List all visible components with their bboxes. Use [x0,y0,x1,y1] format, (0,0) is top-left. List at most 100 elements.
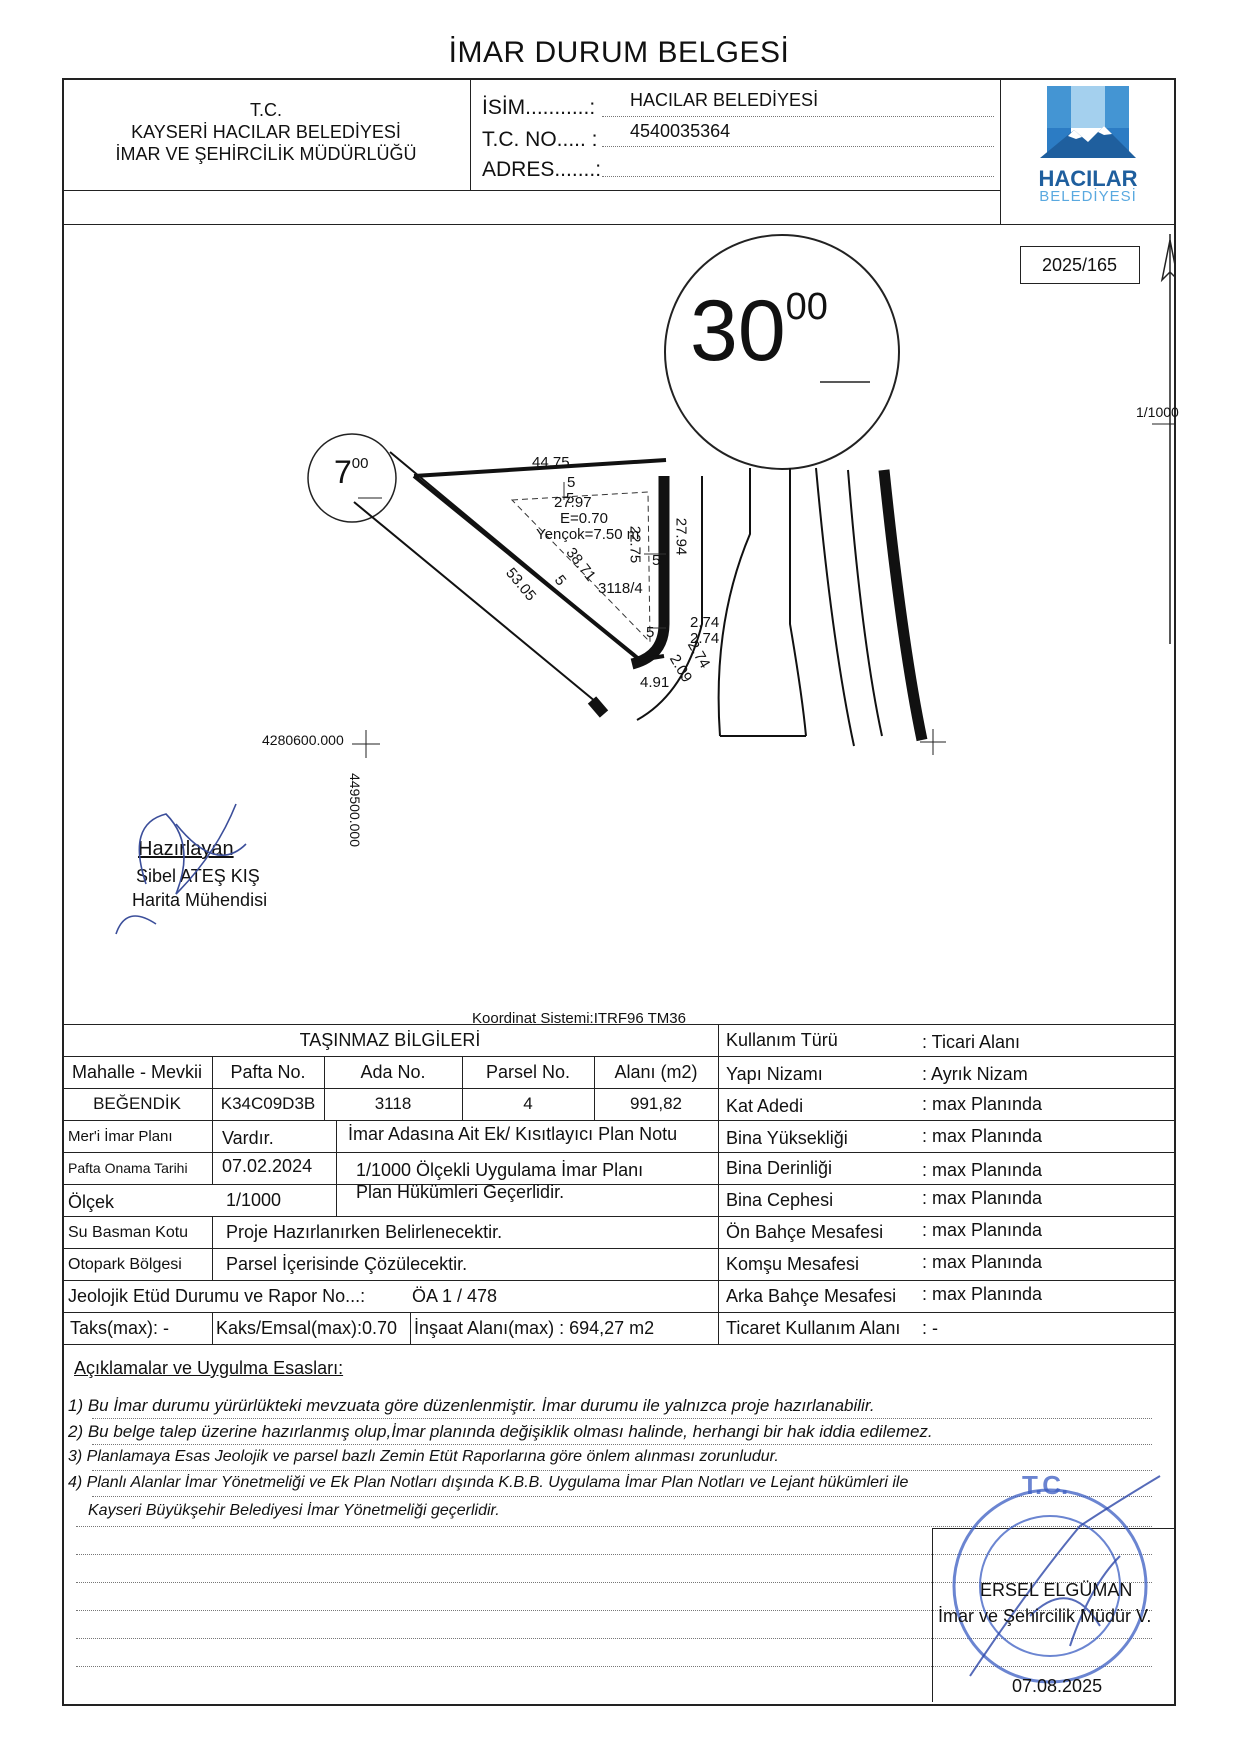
dimension-label: 2.74 [690,630,720,647]
basement-level-label: Su Basman Kotu [68,1224,189,1241]
coordinate-east: 449500.000 [346,773,363,847]
dimension-label: 5 [646,624,655,641]
name-label: İSİM...........: [482,96,596,119]
dimension-label: 22.75 [626,525,644,564]
road-width-small-sup: 00 [351,455,369,472]
note-item: 1) Bu İmar durumu yürürlükteki mevzuata … [68,1396,875,1415]
construction-area-value: İnşaat Alanı(max) : 694,27 m2 [414,1318,655,1338]
usage-label: Arka Bahçe Mesafesi [726,1286,897,1306]
document-frame [62,78,1176,1706]
approval-date-label: Pafta Onama Tarihi [68,1160,188,1176]
dimension-label: 5 [652,552,661,569]
plan-label: Mer'i İmar Planı [68,1128,173,1145]
approval-date-value: 07.02.2024 [222,1156,313,1176]
stamp-text: T.C. [1022,1470,1069,1500]
parking-value: Parsel İçerisinde Çözülecektir. [226,1254,468,1274]
signature-scribble-icon [115,803,247,935]
dimension-label: 4.91 [640,674,670,691]
column-header: Ada No. [360,1062,426,1082]
issuer-line-1: T.C. [249,100,282,120]
approval-block [932,1528,1176,1702]
tc-no-value: 4540035364 [630,121,731,141]
parcel-map-drawing [307,234,1176,758]
dimension-label: E=0.70 [560,510,608,527]
dimension-label: 27.94 [672,517,690,556]
dimension-label: 5 [566,490,575,507]
usage-value: : max Planında [922,1160,1043,1180]
geology-label: Jeolojik Etüd Durumu ve Rapor No...: [68,1286,366,1306]
taks-value: Taks(max): - [70,1318,169,1338]
column-header: Parsel No. [485,1062,571,1082]
note-item: 4) Planlı Alanlar İmar Yönetmeliği ve Ek… [68,1474,909,1491]
document-number-box: 2025/165 [1020,246,1140,284]
note-continuation: Kayseri Büyükşehir Belediyesi İmar Yönet… [88,1502,500,1519]
header-section: T.C. KAYSERİ HACILAR BELEDİYESİ İMAR VE … [62,78,1176,225]
usage-label: Bina Yüksekliği [726,1128,848,1148]
notes-title: Açıklamalar ve Uygulma Esasları: [74,1358,344,1378]
property-value: BEĞENDİK [93,1094,181,1113]
usage-value: : max Planında [922,1252,1043,1272]
scale-row-value: 1/1000 [226,1190,282,1210]
road-width-large-main: 30 [690,283,786,379]
geology-value: ÖA 1 / 478 [412,1286,498,1306]
prepared-by-name: Sibel ATEŞ KIŞ [136,866,260,886]
scale-label: 1/1000 [1136,404,1179,420]
approver-title: İmar ve Şehircilik Müdür V. [938,1606,1152,1626]
dimension-label: 3118/4 [598,580,643,597]
coordinate-north: 4280600.000 [262,732,344,748]
dimension-label: 2.74 [690,614,720,631]
basement-level-value: Proje Hazırlanırken Belirlenecektir. [226,1222,503,1242]
dimension-label: 27.97 [554,494,592,511]
north-arrow-icon [1160,234,1176,644]
official-stamp-icon [952,1475,1161,1684]
prepared-by-title: Harita Mühendisi [132,890,268,910]
property-value: 3118 [374,1094,412,1113]
usage-value: : Ayrık Nizam [922,1064,1028,1084]
hacilar-logo: HACILAR BELEDİYESİ [1012,84,1164,218]
document-number: 2025/165 [1041,255,1118,275]
kaks-value: Kaks/Emsal(max):0.70 [216,1318,398,1338]
plan-note-line-1: 1/1000 Ölçekli Uygulama İmar Planı [356,1160,644,1180]
plan-note-line-2: Plan Hükümleri Geçerlidir. [356,1182,565,1202]
parking-label: Otopark Bölgesi [68,1256,182,1273]
property-section: TAŞINMAZ BİLGİLERİ Mahalle - Mevkii Paft… [62,1024,1176,1368]
property-value: K34C09D3B [220,1094,316,1113]
column-header: Pafta No. [230,1062,306,1082]
document-title: İMAR DURUM BELGESİ [448,36,790,69]
column-header: Alanı (m2) [614,1062,698,1082]
issuer-line-2: KAYSERİ HACILAR BELEDİYESİ [131,122,401,142]
usage-value: : max Planında [922,1188,1043,1208]
usage-label: Bina Cephesi [726,1190,834,1210]
property-value: 4 [523,1094,533,1113]
address-label: ADRES.......: [482,158,602,181]
note-item: 2) Bu belge talep üzerine hazırlanmış ol… [68,1422,933,1441]
approver-name: ERSEL ELGÜMAN [980,1580,1133,1600]
approval-date: 07.08.2025 [1012,1676,1103,1696]
usage-label: Yapı Nizamı [726,1064,823,1084]
property-section-title: TAŞINMAZ BİLGİLERİ [299,1030,481,1050]
coordinate-cross-icon [352,730,380,758]
property-value: 991,82 [630,1094,682,1113]
plan-value: Vardır. [222,1128,274,1148]
dimension-label: 5 [567,474,576,491]
dimension-label: Yençok=7.50 m [536,526,640,543]
usage-label: Ön Bahçe Mesafesi [726,1222,884,1242]
dimension-label: 44.75 [532,454,570,471]
usage-label: Bina Derinliği [726,1158,833,1178]
road-width-small: 700 [334,456,368,488]
usage-label: Kullanım Türü [726,1030,838,1050]
column-header: Mahalle - Mevkii [71,1062,203,1082]
logo-text-bottom: BELEDİYESİ [1039,188,1137,205]
usage-value: : Ticari Alanı [922,1032,1021,1052]
scale-row-label: Ölçek [68,1192,115,1212]
usage-label: Komşu Mesafesi [726,1254,860,1274]
usage-value: : max Planında [922,1094,1043,1114]
road-width-small-main: 7 [334,454,352,490]
usage-value: : max Planında [922,1220,1043,1240]
note-item: 3) Planlamaya Esas Jeolojik ve parsel ba… [68,1448,779,1465]
coordinate-system: Koordinat Sistemi:ITRF96 TM36 [472,1010,686,1027]
logo-text-top: HACILAR [1038,166,1138,191]
issuer-line-3: İMAR VE ŞEHİRCİLİK MÜDÜRLÜĞÜ [115,144,417,164]
usage-value: : max Planında [922,1126,1043,1146]
usage-value: : max Planında [922,1284,1043,1304]
